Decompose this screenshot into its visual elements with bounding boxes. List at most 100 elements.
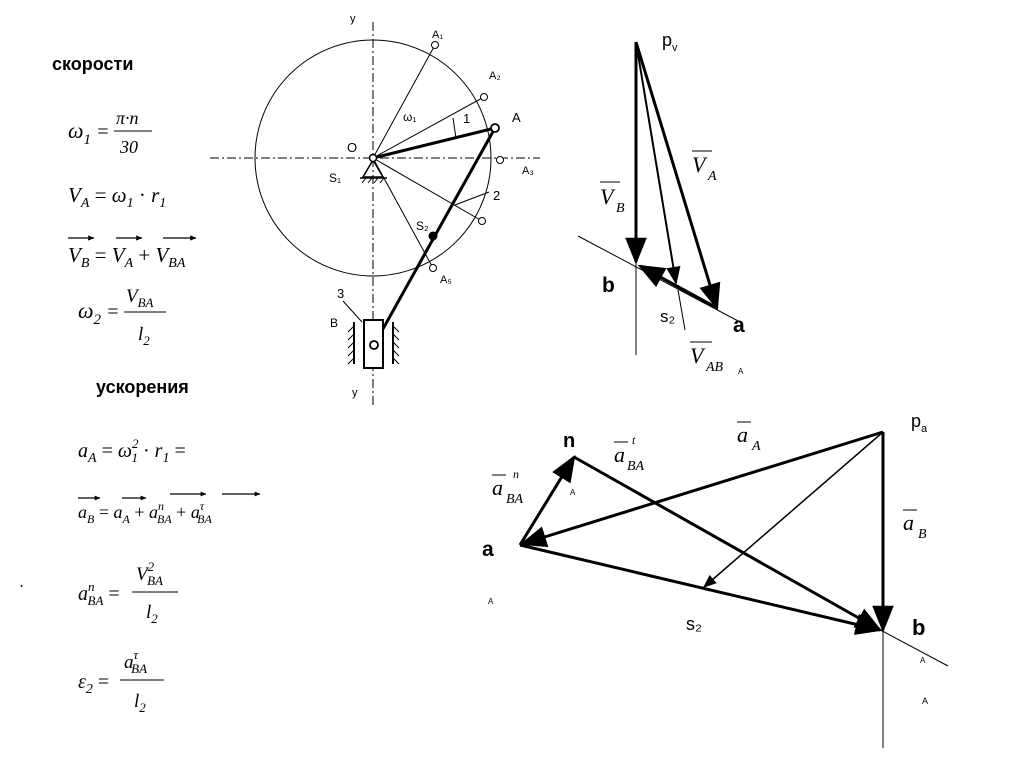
leader-2 bbox=[454, 191, 490, 206]
vector-va bbox=[634, 41, 721, 311]
accel-tau-direction-line bbox=[872, 625, 949, 667]
svg-text:t: t bbox=[632, 433, 636, 447]
mechanism-scheme: y y bbox=[210, 13, 540, 405]
vector-aa bbox=[519, 430, 884, 548]
velocity-plan: pv V A V B b s₂ a V AB A bbox=[577, 30, 745, 376]
svg-text:V: V bbox=[690, 343, 706, 368]
label-aban: a BA n bbox=[492, 467, 524, 507]
svg-text:BA: BA bbox=[506, 492, 524, 507]
svg-text:n: n bbox=[513, 467, 519, 481]
svg-text:VB = VA + VBA: VB = VA + VBA bbox=[68, 243, 186, 271]
label-a1: A₁ bbox=[432, 29, 443, 41]
svg-text:V: V bbox=[600, 184, 616, 209]
label-omega1: ω₁ bbox=[403, 110, 416, 124]
label-n: n bbox=[563, 430, 575, 452]
center-s2 bbox=[428, 231, 438, 241]
label-a5: A₅ bbox=[440, 274, 452, 286]
label-pv: pv bbox=[662, 30, 678, 54]
label-pa: pa bbox=[911, 411, 928, 435]
svg-text:B: B bbox=[616, 201, 625, 216]
label-s2: S₂ bbox=[416, 219, 429, 233]
omega1-eq: = bbox=[96, 121, 110, 143]
svg-text:l2: l2 bbox=[138, 324, 150, 348]
point-a4 bbox=[478, 217, 486, 225]
velocities-heading: скорости bbox=[52, 54, 133, 74]
point-a3 bbox=[496, 156, 504, 164]
stray-dot: . bbox=[20, 574, 24, 591]
label-abat: a BA t bbox=[614, 433, 645, 474]
point-a2 bbox=[480, 93, 488, 101]
vector-as2 bbox=[702, 431, 884, 588]
label-o: O bbox=[347, 140, 357, 155]
crank-link-oa bbox=[372, 126, 496, 160]
formula-omega2: ω2 = VBA l2 bbox=[78, 286, 166, 348]
label-ab: a B bbox=[903, 509, 927, 542]
omega1-lhs: ω1 bbox=[68, 118, 91, 148]
accelerations-heading: ускорения bbox=[96, 377, 189, 397]
axis-y-top-label: y bbox=[350, 13, 356, 25]
vector-aban bbox=[518, 454, 576, 546]
radius-a1 bbox=[372, 44, 436, 159]
svg-text:B: B bbox=[918, 527, 927, 542]
label-va: V A bbox=[692, 150, 717, 184]
slider-b bbox=[347, 319, 400, 369]
label-vb: V B bbox=[600, 181, 625, 216]
svg-text:A: A bbox=[738, 367, 744, 376]
label-s2-accel: s₂ bbox=[686, 614, 702, 634]
label-a-velocity: a bbox=[733, 314, 745, 337]
formula-vb: VB = VA + VBA bbox=[68, 235, 197, 271]
radius-a4 bbox=[372, 157, 483, 222]
vector-ab-resultant bbox=[519, 543, 883, 635]
leader-1 bbox=[452, 117, 457, 139]
label-link-3: 3 bbox=[337, 286, 344, 301]
formula-va: VA = ω1 · r1 bbox=[68, 183, 166, 211]
point-a5 bbox=[429, 264, 437, 272]
axis-y-bottom-label: y bbox=[352, 387, 358, 399]
omega1-num: π·n bbox=[116, 108, 139, 128]
svg-text:VBA: VBA bbox=[126, 286, 154, 310]
acceleration-plan: pa n A a BA t a A a BA n a B a A s₂ b A bbox=[482, 411, 949, 748]
formulas-panel: скорости ω1 = π·n 30 VA = ω1 · r1 VB = V… bbox=[20, 54, 261, 715]
svg-text:a: a bbox=[614, 442, 625, 467]
label-s1: S₁ bbox=[329, 171, 341, 185]
label-s2-velocity: s₂ bbox=[660, 307, 675, 326]
svg-text:V: V bbox=[692, 152, 708, 177]
svg-text:l2: l2 bbox=[134, 691, 146, 715]
label-b: B bbox=[330, 316, 338, 330]
mark-a-accel: A bbox=[488, 597, 494, 606]
svg-text:A: A bbox=[751, 439, 761, 454]
mark-b-accel-2: A bbox=[922, 696, 928, 706]
label-a3: A₃ bbox=[522, 165, 534, 177]
label-b-accel: b bbox=[912, 615, 925, 640]
label-link-2: 2 bbox=[493, 188, 500, 203]
label-link-1: 1 bbox=[463, 111, 470, 126]
ground-support-o bbox=[360, 153, 387, 184]
label-a2: A₂ bbox=[489, 70, 501, 82]
label-a-accel: a bbox=[482, 538, 494, 561]
label-b-velocity: b bbox=[602, 274, 615, 297]
point-a1 bbox=[431, 41, 439, 49]
formula-omega1: ω1 = π·n 30 bbox=[68, 108, 152, 157]
radius-a2 bbox=[372, 96, 485, 159]
svg-text:BA: BA bbox=[627, 459, 645, 474]
leader-s2-velocity bbox=[677, 289, 686, 331]
label-aa: a A bbox=[737, 421, 761, 454]
svg-text:a: a bbox=[737, 422, 748, 447]
vector-abat bbox=[573, 455, 883, 632]
leader-3 bbox=[342, 300, 363, 323]
vector-vab bbox=[637, 264, 718, 310]
mark-b-accel-1: A bbox=[920, 656, 926, 665]
svg-text:AB: AB bbox=[705, 360, 724, 375]
svg-text:l2: l2 bbox=[146, 602, 158, 626]
label-a: A bbox=[512, 110, 521, 125]
omega1-den: 30 bbox=[119, 137, 138, 157]
joint-a bbox=[490, 123, 500, 133]
